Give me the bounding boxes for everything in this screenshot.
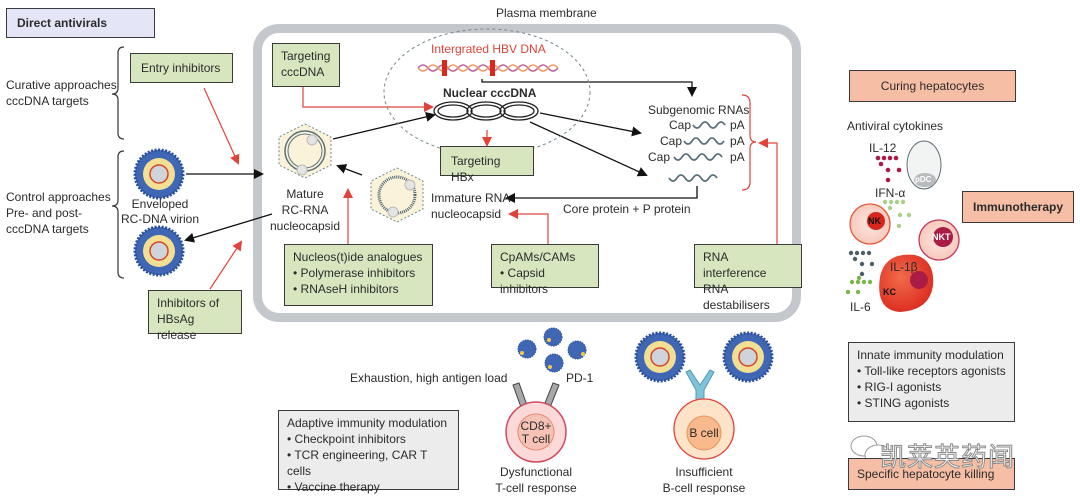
virion-b1	[634, 331, 686, 383]
dysfunctional-line1: Dysfunctional	[499, 465, 573, 479]
cap-label-1: Cap	[669, 118, 692, 132]
hbsag-line2: HBsAg release	[157, 312, 197, 342]
nuc-title: Nucleos(t)ide analogues	[293, 250, 423, 264]
cpam-bullet-1: • Capsid inhibitors	[500, 266, 549, 296]
immunotherapy-box: Immunotherapy	[962, 191, 1074, 223]
antigen-clusters	[517, 327, 587, 373]
virion-label-line2: RC-DNA virion	[120, 212, 199, 226]
control-label-line1: Control approaches	[6, 190, 111, 204]
cpams-box: CpAMs/CAMs • Capsid inhibitors	[491, 244, 599, 296]
curative-label-line2: cccDNA targets	[6, 94, 89, 108]
entry-inhibitors-box: Entry inhibitors	[130, 53, 233, 83]
dysfunctional-line2: T-cell response	[495, 481, 577, 495]
nucleoside-analogues-box: Nucleos(t)ide analogues • Polymerase inh…	[284, 244, 433, 306]
control-label-line3: cccDNA targets	[6, 222, 89, 236]
adaptive-bullet-3: • Vaccine therapy	[287, 480, 380, 494]
innate-bullet-1: • Toll-like receptors agonists	[857, 364, 1006, 378]
targeting-cccdna-line2: cccDNA	[281, 65, 325, 79]
mature-label-line2: RC-RNA	[281, 203, 329, 217]
pa-label-3: pA	[730, 150, 745, 164]
specific-killing-box: Specific hepatocyte killing	[848, 458, 1015, 490]
cap-label-3: Cap	[648, 150, 671, 164]
il1b-label: IL-1β	[890, 260, 918, 274]
hbsag-release-box: Inhibitors of HBsAg release	[148, 290, 242, 342]
control-label-line2: Pre- and post-	[6, 206, 83, 220]
immature-label-line2: nucleocapsid	[431, 207, 502, 221]
targeting-cccdna-line1: Targeting	[281, 49, 331, 63]
innate-immunity-box: Innate immunity modulation • Toll-like r…	[848, 342, 1015, 422]
antiviral-cytokines-label: Antiviral cytokines	[847, 119, 944, 133]
nuclear-cccdna-label: Nuclear cccDNA	[443, 86, 537, 100]
mature-label-line3: nucleocapsid	[269, 219, 341, 233]
pa-label-2: pA	[730, 134, 745, 148]
il12-dots	[875, 155, 902, 183]
innate-bullet-2: • RIG-I agonists	[857, 380, 942, 394]
il1b-dots	[848, 250, 875, 277]
insufficient-line1: Insufficient	[675, 465, 733, 479]
innate-bullet-3: • STING agonists	[857, 396, 950, 410]
targeting-hbx-box: Targeting HBx	[440, 146, 534, 184]
rnai-line1: RNA interference	[703, 250, 767, 280]
integrated-dna-label: Intergrated HBV DNA	[431, 42, 546, 56]
virion-b2	[722, 331, 774, 383]
insufficient-line2: B-cell response	[662, 481, 746, 495]
targeting-cccdna-box: Targeting cccDNA	[272, 43, 340, 87]
pdc-label: pDC	[915, 175, 932, 184]
pa-label-1: pA	[730, 118, 745, 132]
nuc-bullet-1: • Polymerase inhibitors	[293, 266, 416, 280]
il6-dots	[845, 275, 873, 295]
plasma-membrane-label: Plasma membrane	[496, 6, 597, 20]
ifn-alpha-label: IFN-α	[875, 186, 906, 200]
il6-label: IL-6	[850, 300, 871, 314]
rnai-line2: RNA destabilisers	[703, 282, 770, 312]
cpam-title: CpAMs/CAMs	[500, 250, 576, 264]
hbsag-line1: Inhibitors of	[157, 296, 220, 310]
pd1-receptors	[512, 382, 560, 411]
curing-hepatocytes-box: Curing hepatocytes	[849, 70, 1016, 102]
nkt-label: NKT	[932, 232, 951, 242]
curative-brace	[111, 46, 125, 140]
virion-label-line1: Enveloped	[131, 197, 189, 211]
cd8-label-line1: CD8+	[520, 419, 552, 433]
cd8-label-line2: T cell	[521, 432, 551, 446]
adaptive-bullet-2: • TCR engineering, CAR T cells	[287, 448, 428, 478]
adaptive-immunity-box: Adaptive immunity modulation • Checkpoin…	[278, 410, 459, 494]
immature-label-line1: Immature RNA	[431, 191, 511, 205]
core-protein-label: Core protein + P protein	[563, 202, 691, 216]
il12-label: IL-12	[869, 141, 897, 155]
nuc-bullet-2: • RNAseH inhibitors	[293, 282, 399, 296]
direct-antivirals-header: Direct antivirals	[6, 8, 155, 38]
adaptive-bullet-1: • Checkpoint inhibitors	[287, 432, 406, 446]
curative-label-line1: Curative approaches	[6, 78, 117, 92]
virion-bottom	[133, 225, 185, 277]
virion-top	[133, 148, 185, 200]
cap-label-2: Cap	[660, 134, 683, 148]
subgenomic-rnas-label: Subgenomic RNAs	[648, 103, 750, 117]
rna-interference-box: RNA interference RNA destabilisers	[694, 244, 802, 312]
antibody	[685, 369, 715, 401]
mature-label-line1: Mature	[286, 187, 324, 201]
ifn-dots	[882, 199, 912, 229]
adaptive-title: Adaptive immunity modulation	[287, 416, 448, 430]
nk-label: NK	[868, 216, 881, 226]
b-cell-label: B cell	[689, 426, 719, 440]
kc-label: KC	[883, 287, 896, 297]
watermark-text: 凯莱英药闻	[879, 443, 1016, 474]
exhaustion-label: Exhaustion, high antigen load	[350, 371, 508, 385]
innate-title: Innate immunity modulation	[857, 348, 1004, 362]
pd1-label: PD-1	[566, 371, 594, 385]
